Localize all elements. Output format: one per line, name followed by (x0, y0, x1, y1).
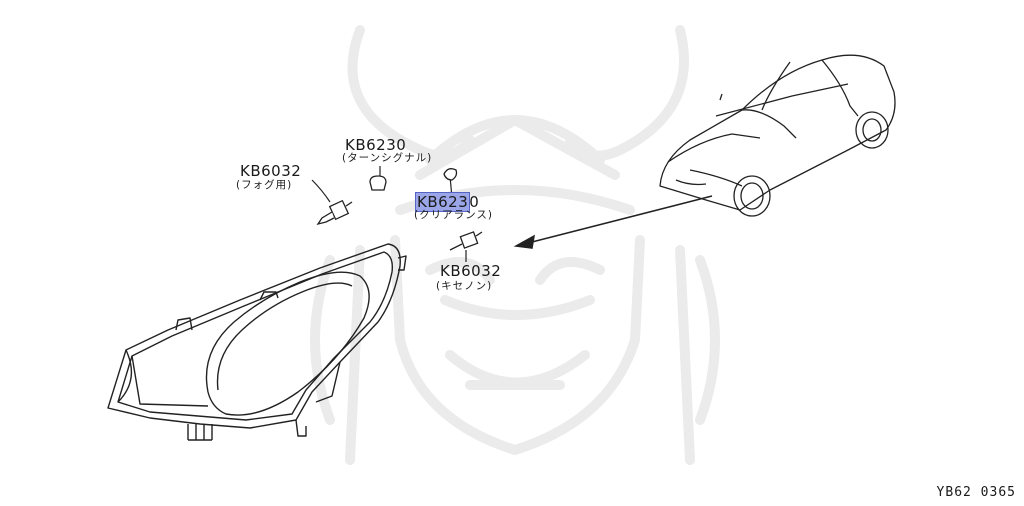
xenon-bulb[interactable] (449, 231, 483, 251)
headlamp-assembly[interactable] (107, 243, 407, 441)
part-code-clearance-rest: 0 (469, 193, 480, 211)
fog-bulb[interactable] (316, 199, 353, 226)
part-name-xenon: (キセノン) (436, 280, 493, 292)
part-name-turn-signal: (ターンシグナル) (342, 152, 433, 164)
turn-signal-bulb[interactable] (369, 175, 387, 191)
clearance-bulb[interactable] (443, 168, 458, 181)
part-name-fog: (フォグ用) (236, 179, 293, 191)
part-code-turn-signal[interactable]: KB6230 (345, 136, 407, 154)
part-code-xenon[interactable]: KB6032 (440, 262, 502, 280)
car-illustration (659, 54, 896, 217)
location-arrow (513, 195, 713, 249)
part-code-fog[interactable]: KB6032 (240, 162, 302, 180)
part-code-clearance-highlighted: KB623 (414, 192, 471, 212)
watermark-logo (310, 25, 720, 465)
part-name-clearance: (クリアランス) (414, 209, 493, 221)
part-code-clearance[interactable]: KB6230 (414, 192, 480, 212)
diagram-code: YB62 0365 (936, 485, 1016, 500)
